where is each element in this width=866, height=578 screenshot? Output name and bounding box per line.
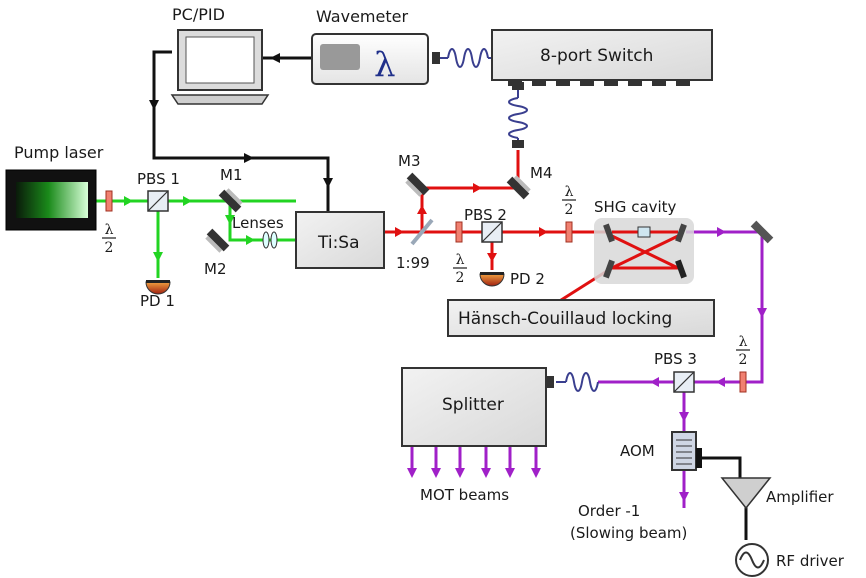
- amplifier: [720, 477, 772, 510]
- lambda-symbol: λ: [374, 45, 396, 85]
- waveplates: [105, 190, 747, 393]
- beam-splitter-1-99: [410, 218, 434, 246]
- pbs-diagonals: [147, 190, 695, 393]
- halfwave-label-4: λ 2: [736, 334, 750, 368]
- hc-locking-box: [447, 299, 715, 337]
- svg-text:2: 2: [565, 202, 574, 218]
- pd1-label: PD 1: [140, 292, 175, 310]
- pump-laser: [5, 169, 97, 231]
- fiber-coils: [440, 48, 599, 392]
- shg-label: SHG cavity: [594, 198, 677, 216]
- 8-port-switch: [491, 29, 713, 86]
- tisa-label: Ti:Sa: [317, 233, 360, 253]
- splitter-label: Splitter: [442, 395, 504, 415]
- lenses: [262, 231, 278, 249]
- order2-label: (Slowing beam): [570, 524, 687, 542]
- tisa-laser: [295, 211, 385, 269]
- svg-text:λ: λ: [565, 184, 574, 200]
- purple-beam-arrows: [407, 227, 767, 502]
- pc-computer: [170, 29, 270, 105]
- m4-label: M4: [530, 164, 553, 182]
- shg-cavity: [594, 218, 694, 284]
- rf-driver: [735, 543, 769, 577]
- svg-text:λ: λ: [739, 334, 748, 350]
- photodiodes: [145, 272, 505, 295]
- pbs2-label: PBS 2: [464, 206, 507, 224]
- svg-text:λ: λ: [456, 252, 465, 268]
- aom: [671, 431, 702, 471]
- green-beam-arrows: [124, 196, 255, 262]
- svg-text:2: 2: [739, 352, 748, 368]
- aom-label: AOM: [620, 442, 655, 460]
- hc-label: Hänsch-Couillaud locking: [458, 309, 672, 329]
- wavemeter: [311, 33, 429, 85]
- halfwave-label-2: λ 2: [453, 252, 467, 286]
- m2-label: M2: [204, 260, 227, 278]
- pbs3-label: PBS 3: [654, 350, 697, 368]
- splitter: [401, 367, 547, 447]
- pd2-label: PD 2: [510, 270, 545, 288]
- mot-label: MOT beams: [420, 486, 509, 504]
- lenses-label: Lenses: [232, 214, 284, 232]
- pump-label: Pump laser: [14, 143, 104, 162]
- pbs1-label: PBS 1: [137, 170, 180, 188]
- ratio-label: 1:99: [396, 254, 430, 272]
- order1-label: Order -1: [578, 502, 640, 520]
- control-arrows: [149, 53, 333, 188]
- halfwave-label-1: λ 2: [102, 222, 116, 256]
- control-lines: [152, 50, 748, 540]
- mirrors: [205, 172, 774, 253]
- svg-text:2: 2: [105, 240, 114, 256]
- m3-label: M3: [398, 152, 421, 170]
- wavemeter-label: Wavemeter: [316, 7, 408, 26]
- amplifier-label: Amplifier: [766, 488, 834, 506]
- red-beam-arrows: [395, 183, 548, 262]
- svg-text:2: 2: [456, 270, 465, 286]
- rf-label: RF driver: [776, 552, 845, 570]
- switch-label: 8-port Switch: [540, 46, 653, 66]
- m1-label: M1: [220, 166, 243, 184]
- pc-label: PC/PID: [172, 5, 225, 24]
- halfwave-label-3: λ 2: [562, 184, 576, 218]
- svg-text:λ: λ: [105, 222, 114, 238]
